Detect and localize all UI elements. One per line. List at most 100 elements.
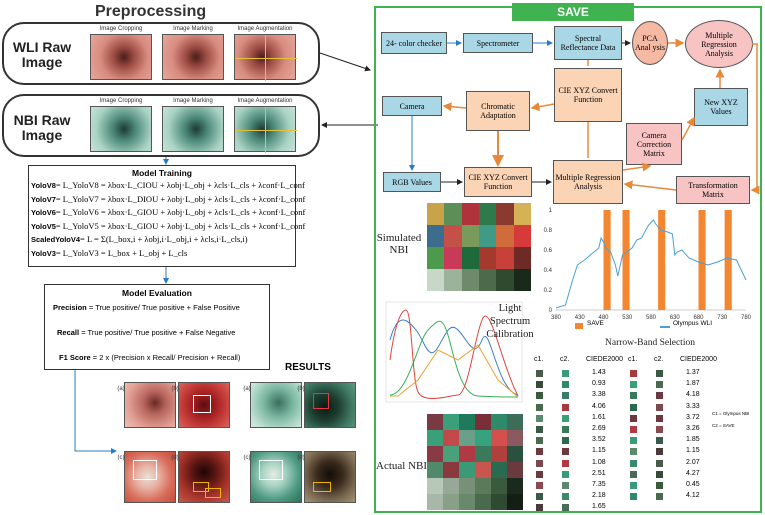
chromatic-adaptation-box: Chromatic Adaptation <box>466 91 530 131</box>
nbi-caption-marking: Image Marking <box>173 98 213 104</box>
ciede-left-value: 7.35 <box>592 481 606 488</box>
swatch-c2-right <box>656 470 663 478</box>
swatch-c2-left <box>562 392 569 400</box>
simulated-nbi-grid <box>427 203 531 291</box>
save-band-bar-2 <box>658 210 666 310</box>
y-tick-label: 0.8 <box>544 228 553 234</box>
x-tick-label: 730 <box>717 315 728 321</box>
swatch-c1-right <box>630 482 637 489</box>
nbi-augmented-image <box>234 106 297 153</box>
narrow-band-label: Narrow-Band Selection <box>605 338 695 348</box>
swatch-c2-left <box>562 370 569 377</box>
cie-xyz-convert-box: CIE XYZ Convert Function <box>464 167 532 197</box>
tag-c-1: (c) <box>117 455 125 461</box>
wli-cropped-image <box>90 34 152 80</box>
swatch-c2-right <box>656 392 663 400</box>
model-evaluation-box: Model Evaluation Precision = True positi… <box>44 284 270 370</box>
swatch-c2-right <box>656 426 663 433</box>
tag-d-1: (d) <box>171 455 179 461</box>
note-c2: C2 = SAVE <box>712 423 735 428</box>
x-tick-label: 530 <box>622 315 633 321</box>
tag-a-1: (a) <box>117 386 125 392</box>
y-tick-label: 1 <box>549 208 553 214</box>
nbi-caption-cropping: Image Cropping <box>99 98 143 104</box>
ciede-right-value: 3.26 <box>686 425 700 432</box>
precision-formula: Precision = True positive/ True positive… <box>53 303 240 312</box>
x-tick-label: 780 <box>741 315 752 321</box>
swatch-c2-right <box>656 459 663 467</box>
th-c1-left: c1. <box>534 356 544 363</box>
swatch-c1-right <box>630 459 637 467</box>
model-training-title: Model Training <box>132 168 192 178</box>
cie-xyz-function-box: CIE XYZ Convert Function <box>554 68 622 122</box>
ciede-left-value: 0.93 <box>592 380 606 388</box>
swatch-c1-left <box>536 470 543 478</box>
ciede-left-value: 3.38 <box>592 391 606 399</box>
wli-row <box>2 22 320 85</box>
swatch-c1-left <box>536 381 543 389</box>
yolov5-equation: YoloV5= L_YoloV5 = λbox·L_GIOU + λobj·L_… <box>31 220 306 231</box>
result-a-nbi <box>250 382 302 428</box>
caption-marking: Image Marking <box>173 26 213 32</box>
ciede-left-value: 1.61 <box>592 413 606 421</box>
nbi-row <box>2 94 320 157</box>
swatch-c1-left <box>536 370 543 377</box>
swatch-c1-left <box>536 437 543 445</box>
swatch-c2-left <box>562 403 569 411</box>
x-tick-label: 580 <box>646 315 657 321</box>
mra-top-node: Multiple Regression Analysis <box>685 20 753 68</box>
y-tick-label: 0.6 <box>544 248 553 254</box>
th-ciede-left: CIEDE2000 <box>586 356 623 363</box>
ciede-right-value: 4.18 <box>686 391 700 399</box>
transformation-matrix-box: Transformation Matrix <box>676 176 750 204</box>
save-band-bar-3 <box>698 210 706 310</box>
note-c1: C1 = Olympus NBI <box>712 411 750 416</box>
save-band-bar-4 <box>724 210 732 310</box>
camera-correction-box: Camera Correction Matrix <box>626 123 682 165</box>
yolov6-equation: YoloV6= L_YoloV6 = λbox·L_GIOU + λobj·L_… <box>31 207 306 217</box>
preprocessing-title: Preprocessing <box>95 3 207 20</box>
ciede-right-value: 4.27 <box>686 469 700 477</box>
result-c-nbi <box>250 451 302 503</box>
ciede-right-value: 4.12 <box>686 492 700 500</box>
swatch-c1-left <box>536 414 543 422</box>
swatch-c2-right <box>656 414 663 422</box>
result-d-wli <box>178 451 230 503</box>
swatch-c1-right <box>630 493 637 501</box>
rgb-values-box: RGB Values <box>383 172 441 192</box>
swatch-c2-right <box>656 448 663 456</box>
model-training-box: Model Training YoloV8= L_YoloV8 = λbox·L… <box>28 165 306 267</box>
simulated-nbi-label: Simulated NBI <box>376 232 422 256</box>
nbi-cropped-image <box>90 106 152 152</box>
swatch-c2-right <box>656 381 663 389</box>
swatch-c2-left <box>562 426 569 433</box>
ciede-right-value: 1.15 <box>686 447 700 455</box>
legend-save-swatch <box>575 323 583 329</box>
legend-wli-line <box>660 326 670 328</box>
spectrometer-box: Spectrometer <box>463 33 533 53</box>
scaled-yolov4-equation: ScaledYoloV4= L = Σ(L_box,i + λobj,i·L_o… <box>31 234 248 244</box>
actual-nbi-label: Actual NBI <box>376 460 428 472</box>
ciede-right-value: 3.72 <box>686 413 700 421</box>
light-spectrum-label: Light Spectrum Calibration <box>486 303 534 340</box>
ciede-right-value: 0.45 <box>686 481 700 488</box>
nbi-caption-augmentation: Image Augmentation <box>237 98 293 104</box>
swatch-c1-left <box>536 493 543 501</box>
caption-augmentation: Image Augmentation <box>237 26 293 32</box>
swatch-c1-left <box>536 392 543 400</box>
tag-a-2: (a) <box>243 386 251 392</box>
swatch-c2-right <box>656 403 663 411</box>
swatch-c2-right <box>656 370 663 377</box>
tag-b-2: (b) <box>297 386 305 392</box>
ciede-table: c1. c2. CIEDE2000 c1. c2. CIEDE2000 1.43… <box>530 352 760 512</box>
ciede-right-value: 3.33 <box>686 402 700 410</box>
swatch-c1-left <box>536 448 543 456</box>
swatch-c1-left <box>536 426 543 433</box>
ciede-left-value: 2.51 <box>592 469 606 477</box>
yolov7-equation: YoloV7= L_YoloV7 = λbox·L_DIOU + λobj·L_… <box>31 193 306 204</box>
y-tick-label: 0.2 <box>544 288 553 294</box>
recall-formula: Recall = True positive/ True positive + … <box>57 328 236 337</box>
swatch-c1-left <box>536 482 543 489</box>
